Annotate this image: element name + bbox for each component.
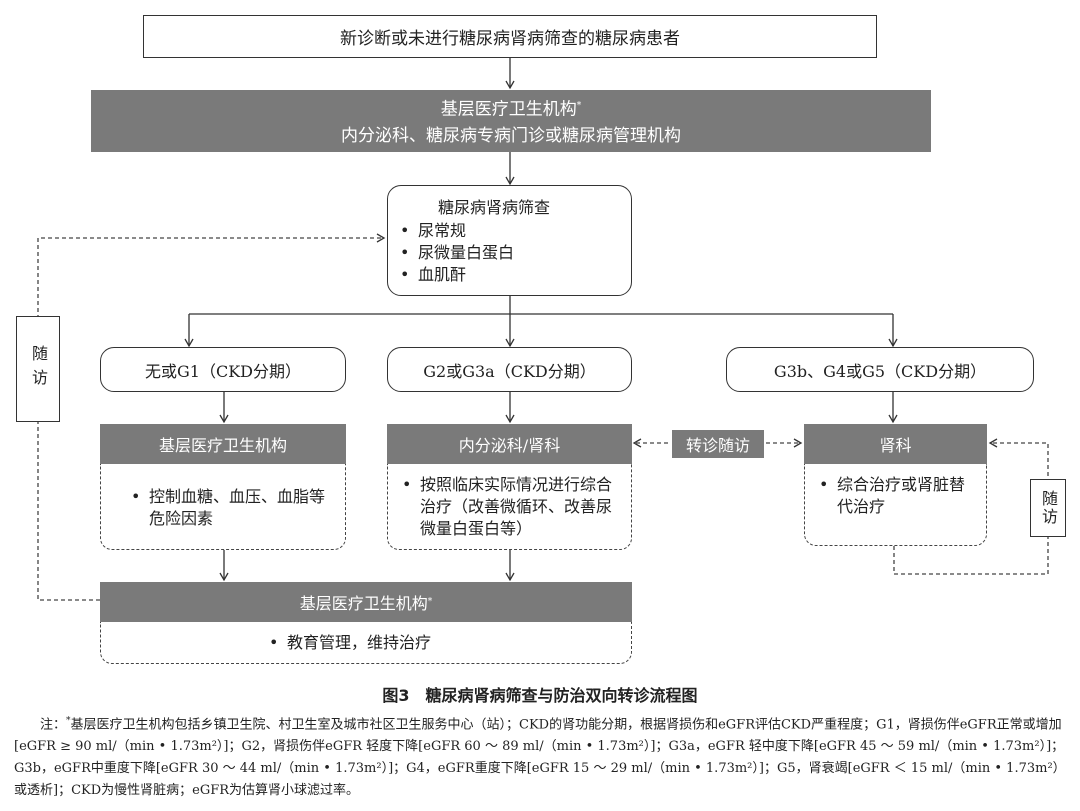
- bottom-facility-item: 教育管理，维持治疗: [269, 632, 631, 654]
- left-facility-body: 控制血糖、血压、血脂等危险因素: [100, 464, 346, 550]
- stage-g3b-g5-label: G3b、G4或G5（CKD分期）: [773, 361, 987, 381]
- primary-care-title: 基层医疗卫生机构: [440, 99, 577, 120]
- primary-care-subtitle: 内分泌科、糖尿病专病门诊或糖尿病管理机构: [341, 125, 681, 146]
- followup-right-text: 随访: [1039, 490, 1058, 526]
- primary-care-sup: *: [576, 101, 582, 112]
- stage-g2-g3a-box: G2或G3a（CKD分期）: [387, 347, 632, 392]
- left-facility-title: 基层医疗卫生机构: [158, 436, 287, 455]
- stage-g2-g3a-label: G2或G3a（CKD分期）: [423, 361, 596, 381]
- screening-list: 尿常规 尿微量白蛋白 血肌酐: [400, 220, 631, 286]
- bottom-facility-sup: *: [427, 597, 433, 607]
- screening-item: 尿常规: [400, 220, 631, 242]
- primary-care-header: 基层医疗卫生机构* 内分泌科、糖尿病专病门诊或糖尿病管理机构: [91, 90, 931, 152]
- left-facility-header: 基层医疗卫生机构: [100, 424, 346, 464]
- right-facility-item: 综合治疗或肾脏替代治疗: [819, 474, 976, 518]
- bottom-facility-title: 基层医疗卫生机构: [299, 594, 428, 613]
- patient-entry-box: 新诊断或未进行糖尿病肾病筛查的糖尿病患者: [143, 15, 877, 58]
- screening-box: 糖尿病肾病筛查 尿常规 尿微量白蛋白 血肌酐: [387, 185, 632, 296]
- note-sup: *: [66, 716, 71, 726]
- right-facility-title: 肾科: [879, 436, 912, 455]
- screening-title: 糖尿病肾病筛查: [438, 198, 551, 217]
- stage-g1-label: 无或G1（CKD分期）: [145, 361, 301, 381]
- right-facility-header: 肾科: [804, 424, 987, 464]
- bottom-facility-body: 教育管理，维持治疗: [100, 622, 632, 664]
- transfer-followup-text: 转诊随访: [685, 436, 750, 455]
- stage-g1-box: 无或G1（CKD分期）: [100, 347, 346, 392]
- figure-caption: 图3 糖尿病肾病筛查与防治双向转诊流程图: [382, 686, 698, 705]
- right-facility-body: 综合治疗或肾脏替代治疗: [804, 464, 987, 546]
- screening-item: 血肌酐: [400, 264, 631, 286]
- left-facility-item: 控制血糖、血压、血脂等危险因素: [131, 486, 333, 530]
- figure-note: 注：*基层医疗卫生机构包括乡镇卫生院、村卫生室及城市社区卫生服务中心（站）；CK…: [14, 710, 1066, 809]
- followup-left-label: 随访: [16, 316, 60, 422]
- note-prefix: 注：: [40, 717, 67, 733]
- stage-g3b-g5-box: G3b、G4或G5（CKD分期）: [726, 347, 1034, 392]
- transfer-followup-label: 转诊随访: [672, 430, 764, 458]
- note-text: 基层医疗卫生机构包括乡镇卫生院、村卫生室及城市社区卫生服务中心（站）；CKD的肾…: [14, 717, 1066, 799]
- middle-facility-header: 内分泌科/肾科: [387, 424, 632, 464]
- bottom-facility-header: 基层医疗卫生机构*: [100, 582, 632, 622]
- middle-facility-body: 按照临床实际情况进行综合治疗（改善微循环、改善尿微量白蛋白等）: [387, 464, 632, 550]
- middle-facility-item: 按照临床实际情况进行综合治疗（改善微循环、改善尿微量白蛋白等）: [402, 474, 621, 540]
- followup-right-label: 随访: [1030, 479, 1066, 537]
- screening-item: 尿微量白蛋白: [400, 242, 631, 264]
- patient-entry-text: 新诊断或未进行糖尿病肾病筛查的糖尿病患者: [340, 29, 680, 49]
- middle-facility-title: 内分泌科/肾科: [458, 436, 561, 455]
- followup-left-text: 随访: [29, 345, 48, 393]
